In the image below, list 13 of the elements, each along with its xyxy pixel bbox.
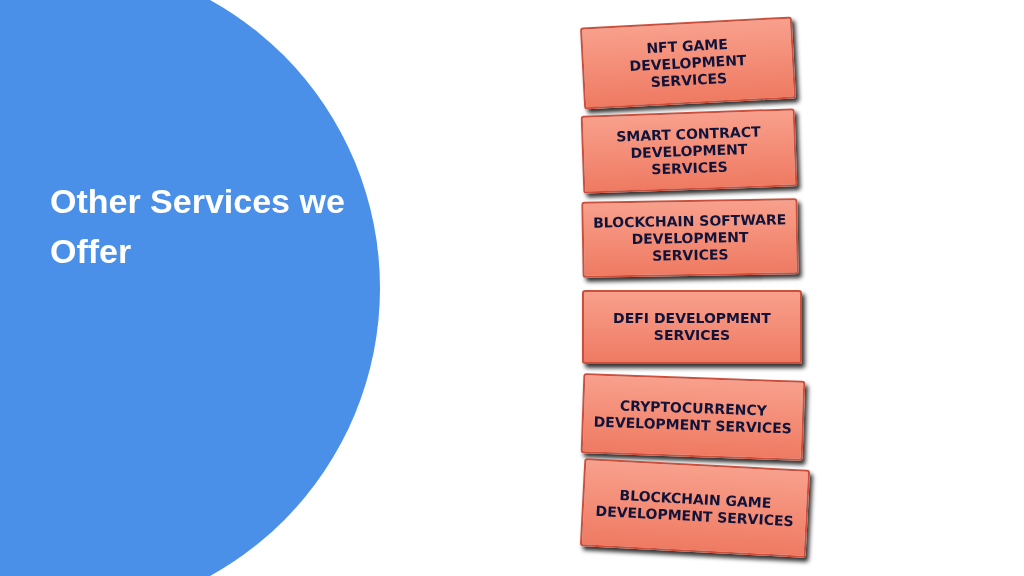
service-label: SMART CONTRACT DEVELOPMENT SERVICES (615, 122, 762, 179)
service-box (580, 108, 798, 194)
service-label: BLOCKCHAIN GAME DEVELOPMENT SERVICES (594, 486, 795, 531)
service-box (580, 373, 806, 461)
service-box (579, 458, 811, 558)
service-box (580, 16, 796, 110)
service-label: CRYPTOCURRENCY DEVELOPMENT SERVICES (592, 396, 794, 438)
title: Other Services we Offer (50, 181, 346, 272)
service-box (581, 198, 799, 278)
service-label: NFT GAME DEVELOPMENT SERVICES (628, 34, 748, 92)
service-box (582, 290, 802, 364)
service-label: DEFI DEVELOPMENT SERVICES (612, 310, 772, 344)
service-label: BLOCKCHAIN SOFTWARE DEVELOPMENT SERVICES (591, 210, 788, 266)
